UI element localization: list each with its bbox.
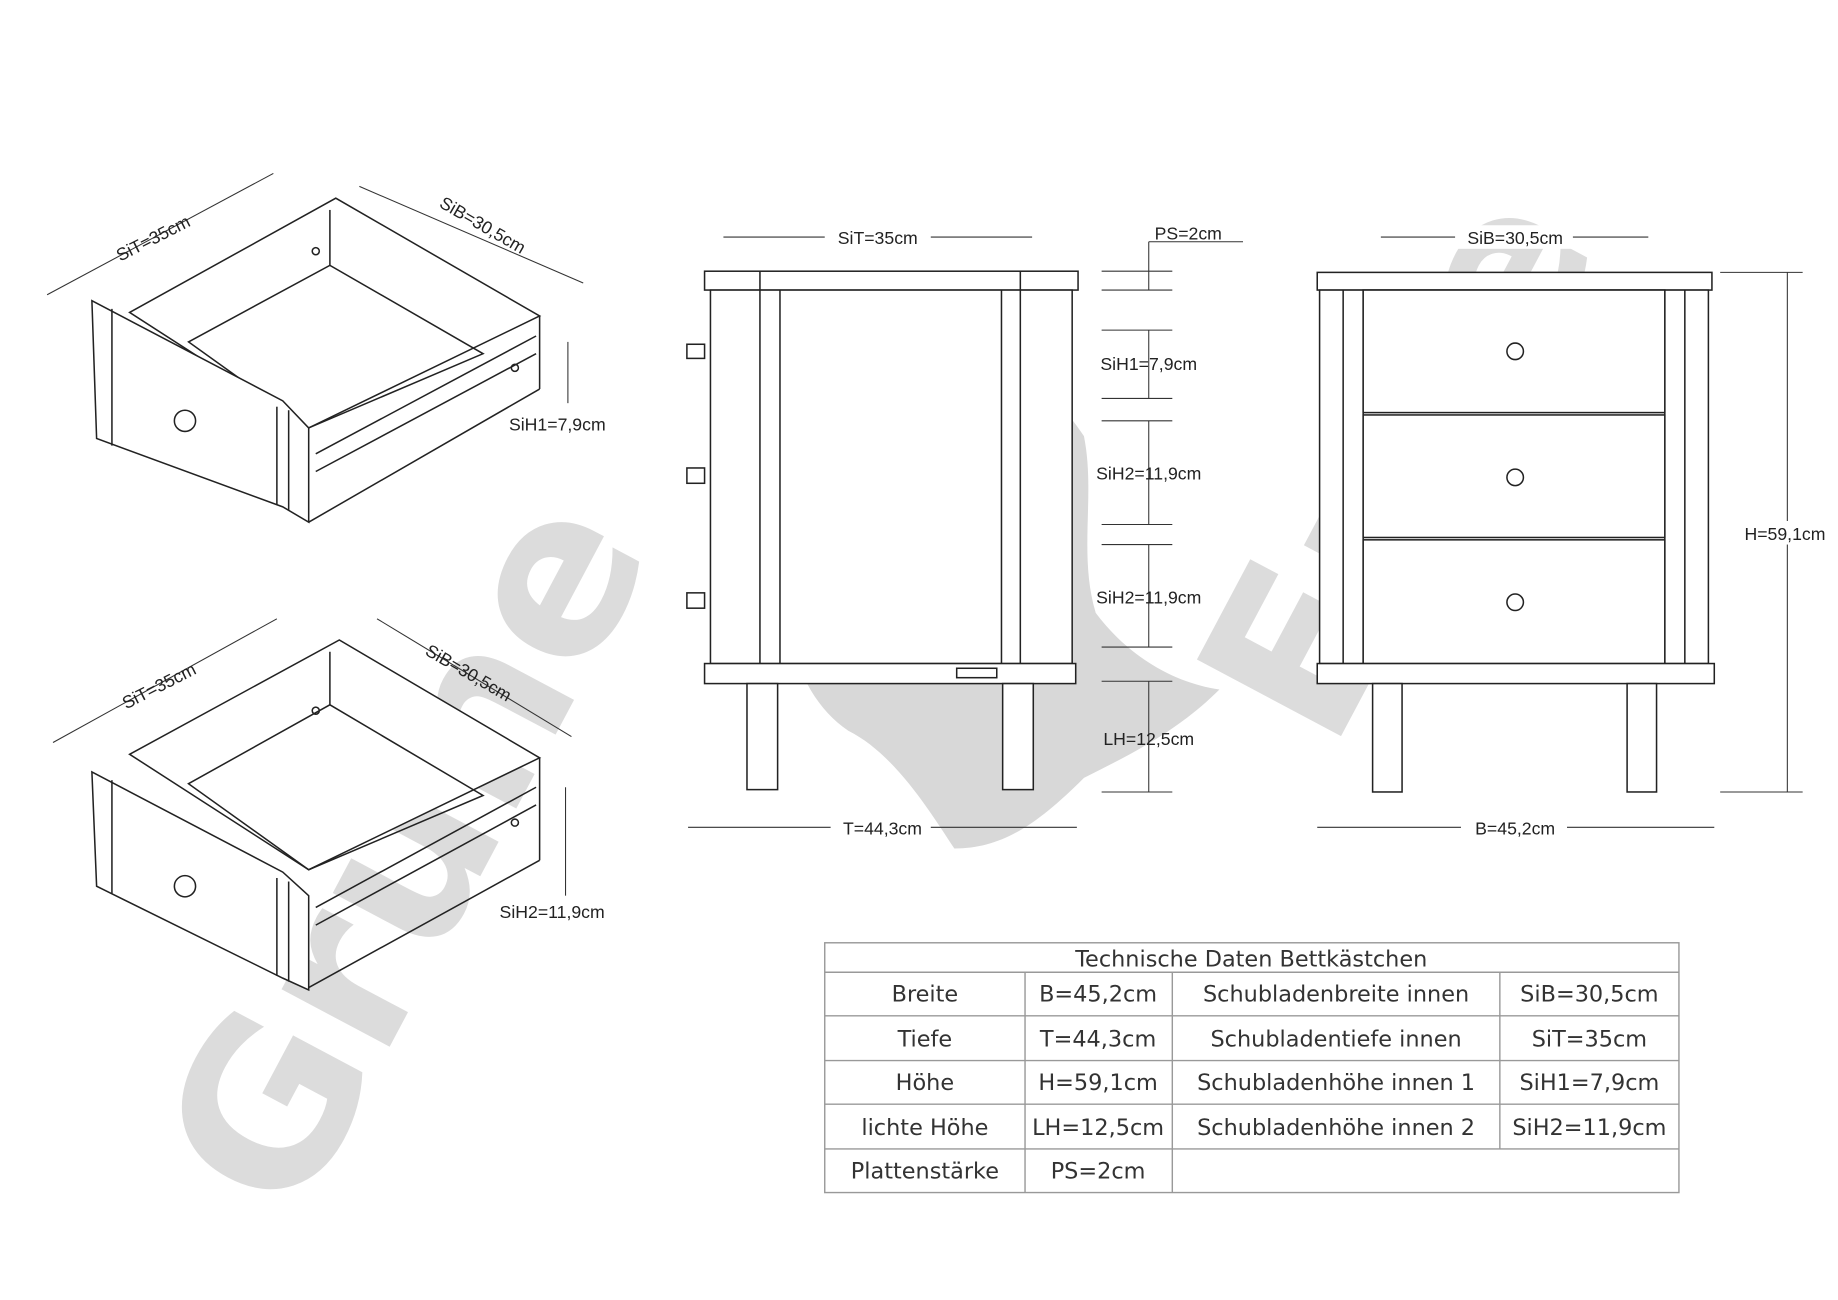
table-cell: Schubladentiefe innen xyxy=(1210,1026,1461,1052)
width-label: B=45,2cm xyxy=(1475,818,1555,838)
table-cell: lichte Höhe xyxy=(861,1115,988,1141)
inner-width-label: SiB=30,5cm xyxy=(1467,228,1563,248)
side-inner-depth-label: SiT=35cm xyxy=(838,228,918,248)
drawer-knob-icon xyxy=(173,874,197,898)
sih2-label-upper: SiH2=11,9cm xyxy=(1096,464,1201,484)
drawer2-depth-label: SiT=35cm xyxy=(119,659,199,713)
plate-thickness-label: PS=2cm xyxy=(1155,223,1222,243)
table-title: Technische Daten Bettkästchen xyxy=(1074,946,1427,972)
knob-icon xyxy=(686,343,706,360)
table-cell: H=59,1cm xyxy=(1038,1070,1158,1096)
drawer1-depth-label: SiT=35cm xyxy=(113,211,193,265)
knob-icon xyxy=(1506,342,1525,361)
knob-icon xyxy=(686,467,706,485)
sih1-label: SiH1=7,9cm xyxy=(1100,354,1197,374)
table-cell: SiH2=11,9cm xyxy=(1512,1115,1666,1141)
drawer1-height-label: SiH1=7,9cm xyxy=(509,414,606,434)
side-view: SiT=35cm PS=2cm SiH1=7,9cm SiH2=11,9cm S… xyxy=(686,223,1244,840)
front-view: SiB=30,5cm H=59,1cm B=45,2cm xyxy=(1316,225,1833,840)
depth-label: T=44,3cm xyxy=(843,818,922,838)
sih2-label-lower: SiH2=11,9cm xyxy=(1096,587,1201,607)
table-cell: Höhe xyxy=(896,1070,954,1096)
clearance-label: LH=12,5cm xyxy=(1103,729,1194,749)
drawer2-height-label: SiH2=11,9cm xyxy=(500,902,605,922)
table-cell: T=44,3cm xyxy=(1039,1026,1156,1052)
table-cell: Schubladenhöhe innen 1 xyxy=(1197,1070,1475,1096)
table-cell: SiH1=7,9cm xyxy=(1519,1070,1659,1096)
table-cell: Tiefe xyxy=(897,1026,953,1052)
table-cell: Plattenstärke xyxy=(851,1158,999,1184)
table-cell: Schubladenbreite innen xyxy=(1203,982,1469,1008)
table-cell: B=45,2cm xyxy=(1039,982,1157,1008)
table-cell: Breite xyxy=(892,982,959,1008)
knob-icon xyxy=(686,592,706,609)
spec-table: Technische Daten Bettkästchen Breite B=45… xyxy=(824,942,1680,1194)
drawer-knob-icon xyxy=(173,409,197,433)
knob-icon xyxy=(1506,593,1525,612)
table-cell: SiB=30,5cm xyxy=(1520,982,1658,1008)
table-cell: SiT=35cm xyxy=(1532,1026,1647,1052)
height-label: H=59,1cm xyxy=(1744,524,1825,544)
brand-logo xyxy=(955,667,998,679)
table-cell: PS=2cm xyxy=(1051,1158,1146,1184)
table-cell: Schubladenhöhe innen 2 xyxy=(1197,1115,1475,1141)
table-cell: LH=12,5cm xyxy=(1032,1115,1164,1141)
drawer-1-iso: SiT=35cm SiB=30,5cm SiH1=7,9cm xyxy=(46,172,606,524)
knob-icon xyxy=(1506,468,1525,487)
